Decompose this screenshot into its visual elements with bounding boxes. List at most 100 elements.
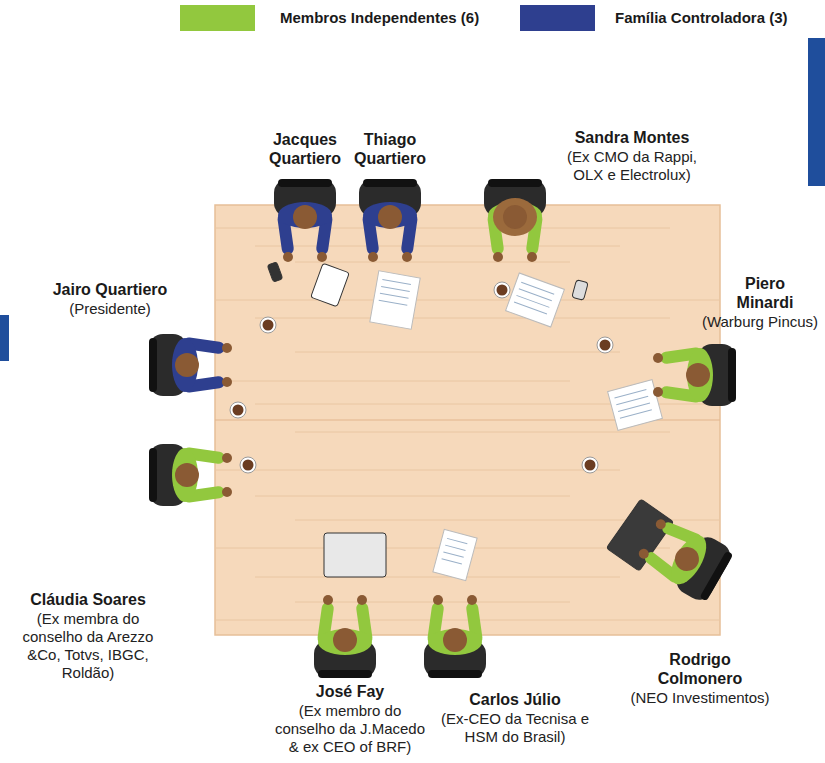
member-description: (Presidente) [25,300,195,318]
device [572,280,588,300]
wood-grain [215,300,720,301]
wood-grain [295,432,670,433]
hand [653,353,663,363]
member-description: (Ex-CEO da Tecnisa e HSM do Brasil) [435,710,595,746]
member-name: Sandra Montes [542,128,722,147]
board-member-figure [149,444,232,506]
paper-line [519,289,552,301]
hand [433,595,443,605]
hand [357,595,367,605]
hand [654,517,668,531]
paper [433,529,477,580]
chair-back [699,551,733,602]
chair-back [728,348,736,402]
hand [317,252,327,262]
member-name: Carlos Júlio [435,690,595,709]
paper-line [381,286,410,291]
head [333,628,357,652]
coffee [497,285,508,296]
board-member-figure [653,344,736,406]
member-name: Jacques Quartiero [262,130,348,168]
coffee [600,340,611,351]
paper-line [442,559,462,564]
side-bar [808,38,825,186]
head [443,628,467,652]
board-member-figure [484,179,546,262]
wood-grain [255,577,620,578]
head [175,463,199,487]
board-member-figure [424,595,486,678]
wood-grain [255,318,670,319]
wood-grain [215,381,570,382]
paper-sheet [370,271,420,330]
paper [370,271,420,330]
shoulders [664,530,714,590]
head [671,543,704,576]
cup [260,317,276,333]
cup [240,457,256,473]
shoulders [318,629,372,655]
hand [653,387,663,397]
device [324,533,386,577]
head [686,363,710,387]
chair-back [149,448,157,502]
member-name: Piero Minardi [723,274,807,312]
paper-line [379,300,408,305]
head [503,205,527,229]
coffee [233,405,244,416]
paper-line [521,282,554,294]
hand [493,252,503,262]
member-name: Rodrigo Colmonero [645,650,755,688]
paper [608,380,663,431]
wood-grain [255,496,570,497]
paper-line [380,293,409,298]
device [267,262,283,282]
board-member-figure [149,334,232,396]
shoulders [172,448,198,502]
paper [506,273,565,327]
paper-sheet [433,529,477,580]
member-description: (NEO Investimentos) [610,689,790,707]
paper-line [616,396,648,405]
paper-line [445,545,465,550]
board-member-figure [632,510,735,605]
paper-sheet [608,380,663,431]
cup [597,337,613,353]
board-member-figure [314,595,376,678]
legend-text: Família Controladora (3) [615,9,788,27]
paper-line [620,410,652,419]
shoulders [428,629,482,655]
hand [222,343,232,353]
chair-back [363,179,417,187]
member-name: Jairo Quartiero [25,280,195,299]
paper-line [618,403,650,412]
hand [368,252,378,262]
shoulders [278,202,332,228]
head [293,205,317,229]
cup [582,457,598,473]
hand [467,595,477,605]
chair-back [428,670,482,678]
paper-line [382,279,411,284]
wood-grain [295,602,570,603]
hand [402,252,412,262]
chair-back [318,670,372,678]
member-name: Cláudia Soares [3,590,173,609]
head [175,353,199,377]
coffee [243,460,254,471]
legend-swatch [520,5,595,31]
hand [222,487,232,497]
head [378,205,402,229]
wood-grain [255,246,620,247]
paper-line [443,552,463,557]
wood-grain [215,470,620,471]
hand [283,252,293,262]
shoulders [363,202,417,228]
paper-line [516,295,549,307]
hand [527,252,537,262]
board-member-figure [359,179,421,262]
legend-swatch [180,5,255,31]
shoulders [172,338,198,392]
device [606,499,673,571]
member-description: (Warburg Pincus) [695,313,825,331]
